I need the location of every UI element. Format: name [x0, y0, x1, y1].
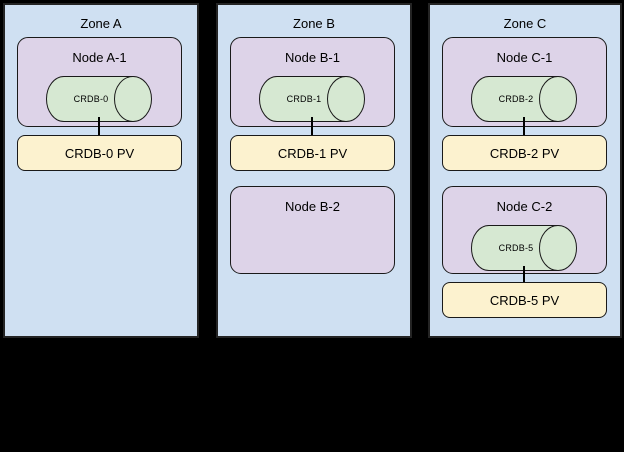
- crdb-5-disk: CRDB-5: [471, 225, 577, 271]
- node-b-2: Node B-2: [230, 186, 395, 274]
- disk-cylinder-icon: [471, 225, 577, 271]
- crdb-2-pv-label: CRDB-2 PV: [489, 145, 560, 161]
- connector-line: [311, 117, 313, 136]
- crdb-0-pv-label: CRDB-0 PV: [64, 145, 135, 161]
- crdb-1-pv-label: CRDB-1 PV: [277, 145, 348, 161]
- zone-b: Zone B Node B-1 CRDB-1 CRDB-1 PV Node B-…: [216, 3, 412, 338]
- crdb-0-disk-label: CRDB-0: [73, 94, 109, 104]
- node-b-2-label: Node B-2: [285, 199, 340, 214]
- disk-cylinder-icon: [259, 76, 365, 122]
- connector-line: [98, 117, 100, 136]
- crdb-0-pv: CRDB-0 PV: [17, 135, 182, 171]
- zone-c: Zone C Node C-1 CRDB-2 CRDB-2 PV Node C-…: [428, 3, 622, 338]
- crdb-5-pv: CRDB-5 PV: [442, 282, 607, 318]
- crdb-1-disk: CRDB-1: [259, 76, 365, 122]
- zone-a: Zone A Node A-1 CRDB-0 CRDB-0 PV: [3, 3, 199, 338]
- crdb-5-disk-label: CRDB-5: [498, 243, 534, 253]
- crdb-1-disk-label: CRDB-1: [286, 94, 322, 104]
- node-a-1-label: Node A-1: [72, 50, 127, 65]
- disk-cylinder-icon: [471, 76, 577, 122]
- node-b-1-label: Node B-1: [285, 50, 340, 65]
- zone-a-label: Zone A: [80, 16, 122, 31]
- crdb-5-pv-label: CRDB-5 PV: [489, 292, 560, 308]
- node-c-1: Node C-1 CRDB-2: [442, 37, 607, 127]
- node-c-2: Node C-2 CRDB-5: [442, 186, 607, 274]
- node-b-1: Node B-1 CRDB-1: [230, 37, 395, 127]
- connector-line: [523, 266, 525, 283]
- crdb-1-pv: CRDB-1 PV: [230, 135, 395, 171]
- disk-cylinder-icon: [46, 76, 152, 122]
- connector-line: [523, 117, 525, 136]
- zone-c-label: Zone C: [503, 16, 547, 31]
- crdb-2-disk-label: CRDB-2: [498, 94, 534, 104]
- node-c-2-label: Node C-2: [496, 199, 553, 214]
- crdb-2-disk: CRDB-2: [471, 76, 577, 122]
- node-c-1-label: Node C-1: [496, 50, 553, 65]
- zone-b-label: Zone B: [293, 16, 335, 31]
- crdb-2-pv: CRDB-2 PV: [442, 135, 607, 171]
- node-a-1: Node A-1 CRDB-0: [17, 37, 182, 127]
- crdb-0-disk: CRDB-0: [46, 76, 152, 122]
